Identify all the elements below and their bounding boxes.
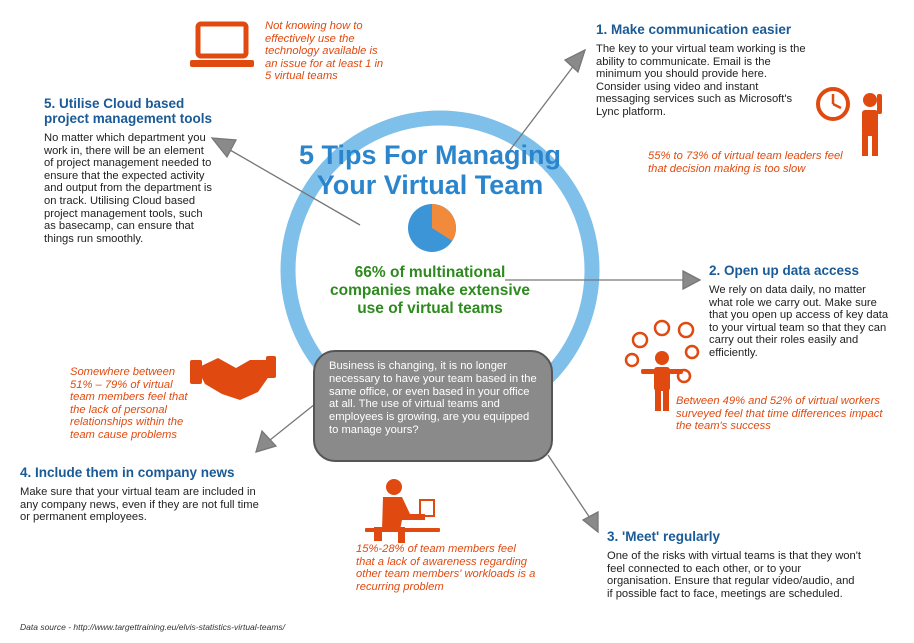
laptop-icon bbox=[190, 21, 254, 67]
arrowhead-tip2 bbox=[682, 269, 702, 291]
tip-1-body: The key to your virtual team working is … bbox=[596, 43, 806, 118]
arrow-line-tip3 bbox=[547, 454, 591, 519]
pie-chart-icon bbox=[408, 204, 457, 252]
stat-time-differences: Between 49% and 52% of virtual workers s… bbox=[676, 395, 883, 433]
stat-awareness: 15%-28% of team members feel that a lack… bbox=[356, 543, 536, 593]
tip-5-heading-line-2: project management tools bbox=[44, 111, 213, 126]
arrowhead-tip5 bbox=[210, 137, 238, 159]
handshake-icon bbox=[190, 356, 276, 400]
center-stat: 66% of multinational companies make exte… bbox=[330, 264, 530, 317]
juggling-clocks-icon bbox=[624, 319, 700, 411]
tip-1-heading: 1. Make communication easier bbox=[596, 22, 792, 37]
tip-4: 4. Include them in company news Make sur… bbox=[20, 465, 270, 524]
infographic-title: 5 Tips For Managing Your Virtual Team bbox=[260, 140, 600, 200]
tip-5: 5. Utilise Cloud based project managemen… bbox=[44, 96, 244, 245]
arrow-line-tip4 bbox=[269, 399, 321, 441]
tip-1: 1. Make communication easier The key to … bbox=[596, 22, 826, 119]
stat-technology: Not knowing how to effectively use the t… bbox=[265, 20, 384, 83]
title-line-1: 5 Tips For Managing bbox=[298, 140, 562, 170]
clock-icon bbox=[816, 87, 850, 121]
tip-4-heading: 4. Include them in company news bbox=[20, 465, 235, 480]
tip-3: 3. 'Meet' regularly One of the risks wit… bbox=[607, 529, 867, 600]
tip-4-body: Make sure that your virtual team are inc… bbox=[20, 486, 259, 524]
arrowhead-tip4 bbox=[255, 429, 278, 453]
tip-2-body: We rely on data daily, no matter what ro… bbox=[709, 284, 889, 359]
title-line-2: Your Virtual Team bbox=[316, 170, 544, 200]
tip-3-body: One of the risks with virtual teams is t… bbox=[607, 550, 861, 600]
tip-2-heading: 2. Open up data access bbox=[709, 263, 860, 278]
intro-box: Business is changing, it is no longer ne… bbox=[313, 350, 553, 462]
arrow-line-tip1 bbox=[509, 59, 579, 151]
data-source: Data source - http://www.targettraining.… bbox=[20, 622, 286, 632]
arrow-line-tip5 bbox=[229, 149, 361, 226]
tip-5-heading-line-1: 5. Utilise Cloud based bbox=[44, 96, 185, 111]
tip-2: 2. Open up data access We rely on data d… bbox=[709, 263, 899, 360]
stat-decision-making: 55% to 73% of virtual team leaders feel … bbox=[648, 150, 843, 175]
stat-relationships: Somewhere between 51% – 79% of virtual t… bbox=[70, 366, 188, 441]
tip-3-heading: 3. 'Meet' regularly bbox=[607, 529, 720, 544]
arrowhead-tip1 bbox=[563, 48, 587, 74]
desk-worker-icon bbox=[365, 479, 440, 543]
arrowhead-tip3 bbox=[581, 510, 599, 534]
tip-5-body: No matter which department you work in, … bbox=[44, 132, 212, 245]
thinking-person-icon bbox=[862, 93, 882, 156]
arrows bbox=[210, 48, 702, 534]
